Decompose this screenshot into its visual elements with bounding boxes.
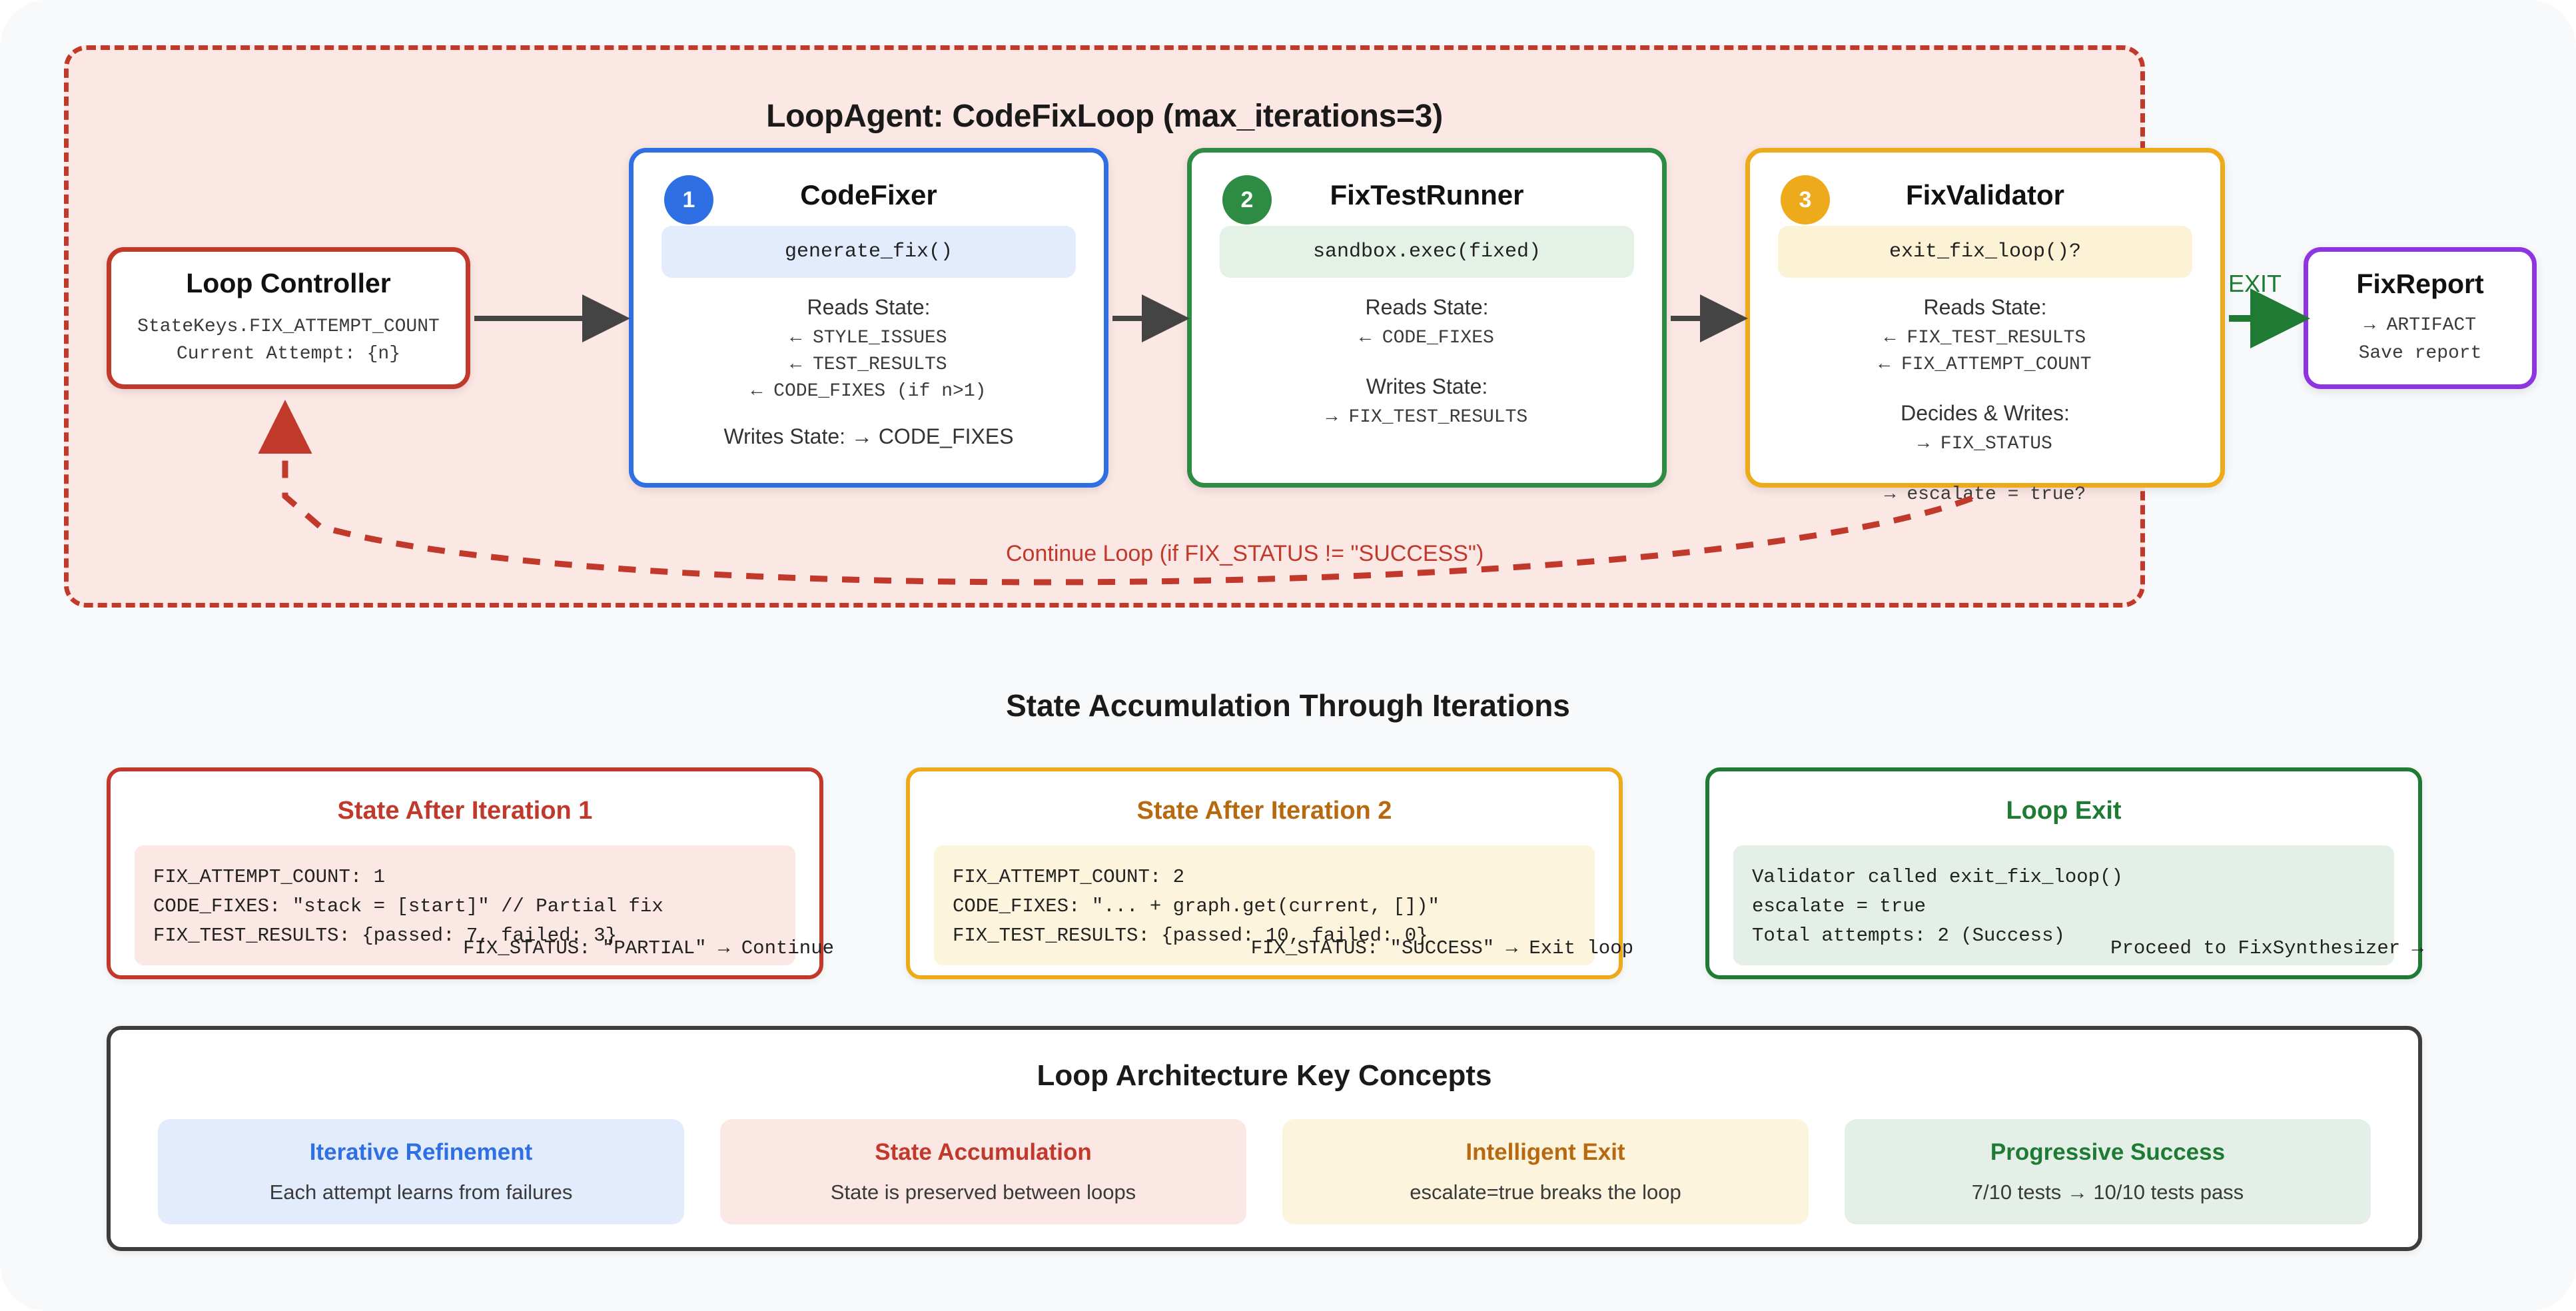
agent-body: Reads State: ← CODE_FIXES Writes State: … xyxy=(1192,295,1662,431)
agent-node-codefixer[interactable]: 1 CodeFixer generate_fix() Reads State: … xyxy=(629,148,1108,488)
exit-label: EXIT xyxy=(2228,270,2282,297)
state-card-footer: FIX_STATUS: "SUCCESS" → Exit loop xyxy=(1250,937,1633,959)
key-concepts-heading: Loop Architecture Key Concepts xyxy=(1037,1059,1492,1092)
escalate-note: → escalate = true? xyxy=(1884,484,2086,505)
concept-title: Iterative Refinement xyxy=(309,1139,533,1165)
writes-state-item: → FIX_TEST_RESULTS xyxy=(1326,406,1528,428)
agent-name: CodeFixer xyxy=(800,179,937,211)
reads-state-label: Reads State: xyxy=(1365,295,1489,319)
reads-state-item: ← FIX_TEST_RESULTS xyxy=(1884,328,2086,348)
state-card-footer: Proceed to FixSynthesizer → xyxy=(2110,937,2423,959)
key-concepts-row: Iterative Refinement Each attempt learns… xyxy=(111,1119,2418,1224)
fixreport-artifact: → ARTIFACT xyxy=(2363,315,2477,336)
state-card-body: Validator called exit_fix_loop() escalat… xyxy=(1733,845,2394,966)
state-card-title: Loop Exit xyxy=(2006,797,2122,825)
agent-step-badge: 1 xyxy=(664,175,713,224)
loop-controller-title: Loop Controller xyxy=(186,268,391,299)
agent-action-pill: sandbox.exec(fixed) xyxy=(1220,226,1634,278)
reads-state-item: ← CODE_FIXES xyxy=(1360,328,1494,348)
writes-state-label: Writes State: xyxy=(1366,374,1488,398)
state-line: CODE_FIXES: "stack = [start]" // Partial… xyxy=(153,895,663,918)
state-line: FIX_ATTEMPT_COUNT: 2 xyxy=(953,866,1185,888)
reads-state-item: ← FIX_ATTEMPT_COUNT xyxy=(1879,354,2092,375)
agent-header: 2 FixTestRunner xyxy=(1192,153,1662,226)
writes-state-label: Writes State: → CODE_FIXES xyxy=(723,424,1014,449)
agent-name: FixValidator xyxy=(1905,179,2065,211)
fixreport-node[interactable]: FixReport → ARTIFACT Save report xyxy=(2304,247,2537,389)
state-card-iteration-1[interactable]: State After Iteration 1 FIX_ATTEMPT_COUN… xyxy=(107,767,834,979)
loop-controller-attempt: Current Attempt: {n} xyxy=(176,344,401,364)
concept-iterative-refinement[interactable]: Iterative Refinement Each attempt learns… xyxy=(158,1119,684,1224)
concept-description: escalate=true breaks the loop xyxy=(1410,1180,1681,1204)
fixreport-title: FixReport xyxy=(2356,268,2484,299)
fixreport-save: Save report xyxy=(2358,343,2482,364)
agent-header: 3 FixValidator xyxy=(1750,153,2220,226)
state-card-loop-exit[interactable]: Loop Exit Validator called exit_fix_loop… xyxy=(1705,767,2423,979)
decides-writes-label: Decides & Writes: xyxy=(1901,400,2070,425)
state-card-title: State After Iteration 1 xyxy=(337,797,593,825)
state-line: CODE_FIXES: "... + graph.get(current, []… xyxy=(953,895,1440,918)
state-line: FIX_ATTEMPT_COUNT: 1 xyxy=(153,866,386,888)
reads-state-item: ← STYLE_ISSUES xyxy=(790,328,947,348)
concept-title: Progressive Success xyxy=(1990,1139,2226,1165)
reads-state-label: Reads State: xyxy=(1923,295,2047,319)
reads-state-item: ← TEST_RESULTS xyxy=(790,354,947,375)
loop-controller-node[interactable]: Loop Controller StateKeys.FIX_ATTEMPT_CO… xyxy=(107,247,470,389)
state-line: Total attempts: 2 (Success) xyxy=(1752,925,2065,947)
key-concepts-card: Loop Architecture Key Concepts Iterative… xyxy=(107,1026,2422,1251)
agent-step-badge: 3 xyxy=(1781,175,1830,224)
state-line: FIX_TEST_RESULTS: {passed: 10, failed: 0… xyxy=(953,925,1428,947)
state-card-footer: FIX_STATUS: "PARTIAL" → Continue xyxy=(463,937,834,959)
concept-description: 7/10 tests → 10/10 tests pass xyxy=(1971,1180,2244,1204)
agent-header: 1 CodeFixer xyxy=(634,153,1104,226)
concept-state-accumulation[interactable]: State Accumulation State is preserved be… xyxy=(720,1119,1246,1224)
state-line: FIX_TEST_RESULTS: {passed: 7, failed: 3} xyxy=(153,925,618,947)
state-card-iteration-2[interactable]: State After Iteration 2 FIX_ATTEMPT_COUN… xyxy=(906,767,1633,979)
concept-description: State is preserved between loops xyxy=(830,1180,1136,1204)
agent-action-pill: generate_fix() xyxy=(661,226,1076,278)
agent-action-pill: exit_fix_loop()? xyxy=(1778,226,2192,278)
concept-progressive-success[interactable]: Progressive Success 7/10 tests → 10/10 t… xyxy=(1845,1119,2371,1224)
state-card-title: State After Iteration 2 xyxy=(1136,797,1392,825)
concept-title: State Accumulation xyxy=(875,1139,1092,1165)
writes-state-item: → FIX_STATUS xyxy=(1918,433,2052,454)
concept-intelligent-exit[interactable]: Intelligent Exit escalate=true breaks th… xyxy=(1282,1119,1809,1224)
agent-node-fixtestrunner[interactable]: 2 FixTestRunner sandbox.exec(fixed) Read… xyxy=(1187,148,1667,488)
state-line: Validator called exit_fix_loop() xyxy=(1752,866,2123,888)
state-card-body: FIX_ATTEMPT_COUNT: 1 CODE_FIXES: "stack … xyxy=(135,845,795,966)
concept-description: Each attempt learns from failures xyxy=(269,1180,573,1204)
agent-node-fixvalidator[interactable]: 3 FixValidator exit_fix_loop()? Reads St… xyxy=(1745,148,2225,505)
reads-state-item: ← CODE_FIXES (if n>1) xyxy=(751,380,987,402)
state-line: escalate = true xyxy=(1752,895,1927,918)
state-section-heading: State Accumulation Through Iterations xyxy=(1006,688,1570,723)
agent-step-badge: 2 xyxy=(1222,175,1272,224)
agent-body: Reads State: ← STYLE_ISSUES ← TEST_RESUL… xyxy=(634,295,1104,449)
agent-name: FixTestRunner xyxy=(1330,179,1524,211)
reads-state-label: Reads State: xyxy=(807,295,931,319)
concept-title: Intelligent Exit xyxy=(1466,1139,1625,1165)
loop-agent-title: LoopAgent: CodeFixLoop (max_iterations=3… xyxy=(766,99,1443,134)
loop-controller-statekey: StateKeys.FIX_ATTEMPT_COUNT xyxy=(137,316,440,338)
agent-body: Reads State: ← FIX_TEST_RESULTS ← FIX_AT… xyxy=(1750,295,2220,457)
continue-loop-label: Continue Loop (if FIX_STATUS != "SUCCESS… xyxy=(1006,541,1484,566)
state-card-body: FIX_ATTEMPT_COUNT: 2 CODE_FIXES: "... + … xyxy=(934,845,1595,966)
